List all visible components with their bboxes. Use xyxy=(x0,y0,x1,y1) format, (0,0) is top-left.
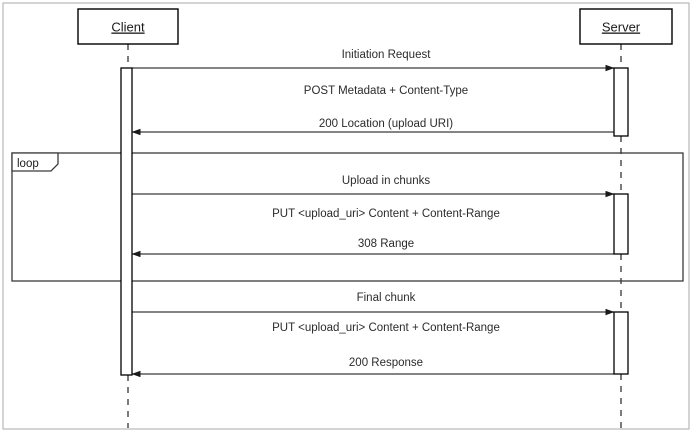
participant-box-server[interactable] xyxy=(579,8,673,45)
message-label-msg-200-location: 200 Location (upload URI) xyxy=(319,118,453,130)
messages xyxy=(131,64,615,378)
message-label-msg-post-metadata: POST Metadata + Content-Type xyxy=(304,85,468,97)
activation-bar-server-activation-2 xyxy=(613,193,629,255)
combined-fragments xyxy=(11,152,684,282)
activation-bar-server-activation-3 xyxy=(613,311,629,375)
message-label-msg-308-range: 308 Range xyxy=(358,238,414,250)
lifeline-dashes xyxy=(127,44,622,428)
section-label-upload-chunks: Upload in chunks xyxy=(342,175,430,187)
message-label-msg-put-chunk: PUT <upload_uri> Content + Content-Range xyxy=(272,208,500,220)
activation-bars xyxy=(120,67,629,376)
fragment-tab-loop xyxy=(11,152,59,172)
message-label-msg-put-final-chunk: PUT <upload_uri> Content + Content-Range xyxy=(272,322,500,334)
participant-headers xyxy=(77,8,673,45)
participant-label-server: Server xyxy=(602,20,641,35)
participant-box-client[interactable] xyxy=(77,8,179,45)
section-label-final-chunk: Final chunk xyxy=(357,292,416,304)
section-label-initiation: Initiation Request xyxy=(342,49,432,61)
fragment-box-loop xyxy=(11,152,684,282)
fragment-operator-label: loop xyxy=(17,158,39,170)
activation-bar-client-activation xyxy=(120,67,133,376)
activation-bar-server-activation-1 xyxy=(613,67,629,137)
message-label-msg-200-response: 200 Response xyxy=(349,357,423,369)
participant-label-client: Client xyxy=(111,20,145,35)
